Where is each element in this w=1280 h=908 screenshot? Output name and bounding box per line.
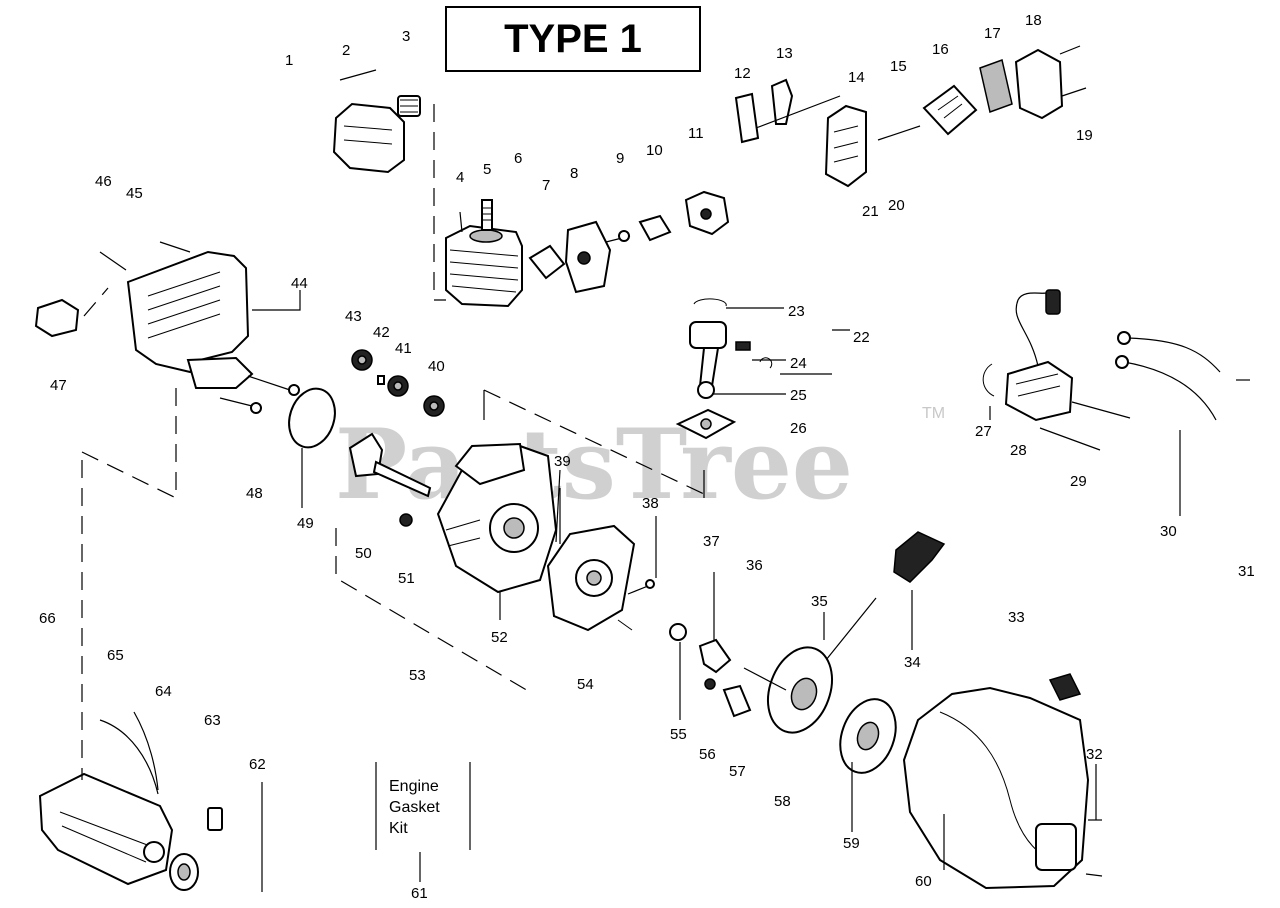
part-number: 44 <box>291 275 308 292</box>
part-number: 54 <box>577 676 594 693</box>
part-number: 61 <box>411 885 428 902</box>
part-number: 37 <box>703 533 720 550</box>
kit-label-line: Engine <box>389 778 439 795</box>
piston-drawing <box>483 298 773 498</box>
part-number: 51 <box>398 570 415 587</box>
part-number: 29 <box>1070 473 1087 490</box>
part-number: 32 <box>1086 746 1103 763</box>
part-number: 15 <box>890 58 907 75</box>
crankcase-cover-drawing <box>546 469 655 632</box>
part-number: 23 <box>788 303 805 320</box>
diagram-title: TYPE 1 <box>445 6 701 72</box>
part-number: 9 <box>616 150 624 167</box>
part-number: 8 <box>570 165 578 182</box>
part-number: 6 <box>514 150 522 167</box>
part-number: 64 <box>155 683 172 700</box>
part-number: 26 <box>790 420 807 437</box>
part-number: 19 <box>1076 127 1093 144</box>
watermark-text: PartsTree <box>335 408 853 521</box>
part-number: 7 <box>542 177 550 194</box>
part-number: 30 <box>1160 523 1177 540</box>
part-number: 38 <box>642 495 659 512</box>
part-number: 4 <box>456 169 464 186</box>
engine-gasket-kit-label: Engine Gasket Kit <box>389 776 469 839</box>
crankcase-drawing <box>399 442 558 594</box>
starter-drawing <box>669 531 946 774</box>
part-number: 57 <box>729 763 746 780</box>
part-number: 36 <box>746 557 763 574</box>
part-number: 45 <box>126 185 143 202</box>
muffler-drawing <box>528 190 730 294</box>
part-number: 42 <box>373 324 390 341</box>
part-number: 55 <box>670 726 687 743</box>
part-number: 10 <box>646 142 663 159</box>
ignition-drawing <box>982 289 1221 451</box>
part-number: 3 <box>402 28 410 45</box>
fan-housing-drawing <box>902 673 1103 890</box>
part-number: 40 <box>428 358 445 375</box>
fuel-tank-drawing <box>38 388 223 891</box>
part-number: 21 <box>862 203 879 220</box>
shroud-drawing <box>34 241 300 414</box>
air-filter-drawing <box>734 45 1087 188</box>
part-number: 18 <box>1025 12 1042 29</box>
kit-label-line: Gasket <box>389 799 440 816</box>
part-number: 58 <box>774 793 791 810</box>
part-number: 20 <box>888 197 905 214</box>
watermark-tm: TM <box>922 405 945 422</box>
kit-label-line: Kit <box>389 820 408 837</box>
part-number: 34 <box>904 654 921 671</box>
part-number: 24 <box>790 355 807 372</box>
part-number: 25 <box>790 387 807 404</box>
part-number: 53 <box>409 667 426 684</box>
part-number: 17 <box>984 25 1001 42</box>
part-number: 35 <box>811 593 828 610</box>
part-number: 43 <box>345 308 362 325</box>
part-number: 66 <box>39 610 56 627</box>
cylinder-drawing <box>445 199 523 308</box>
part-number: 33 <box>1008 609 1025 626</box>
part-number: 31 <box>1238 563 1255 580</box>
part-number: 48 <box>246 485 263 502</box>
gasket-drawing <box>288 387 336 449</box>
part-number: 11 <box>688 125 704 142</box>
leader-lines <box>252 290 1250 892</box>
cylinder-cover-drawing <box>332 69 446 301</box>
part-number: 49 <box>297 515 314 532</box>
part-number: 41 <box>395 340 412 357</box>
part-number: 12 <box>734 65 751 82</box>
part-number: 39 <box>554 453 571 470</box>
part-number: 22 <box>853 329 870 346</box>
part-number: 56 <box>699 746 716 763</box>
part-number-labels: 1 2 3 4 5 6 7 8 9 10 11 12 13 14 15 16 1… <box>39 12 1255 902</box>
part-number: 16 <box>932 41 949 58</box>
part-number: 2 <box>342 42 350 59</box>
part-number: 47 <box>50 377 67 394</box>
part-number: 14 <box>848 69 865 86</box>
part-number: 62 <box>249 756 266 773</box>
crankshaft-drawing <box>348 349 445 498</box>
part-number: 5 <box>483 161 491 178</box>
part-number: 59 <box>843 835 860 852</box>
part-number: 50 <box>355 545 372 562</box>
part-number: 13 <box>776 45 793 62</box>
part-number: 52 <box>491 629 508 646</box>
part-number: 63 <box>204 712 221 729</box>
part-number: 28 <box>1010 442 1027 459</box>
part-number: 60 <box>915 873 932 890</box>
part-number: 1 <box>285 52 293 69</box>
part-number: 46 <box>95 173 112 190</box>
part-number: 65 <box>107 647 124 664</box>
part-number: 27 <box>975 423 992 440</box>
